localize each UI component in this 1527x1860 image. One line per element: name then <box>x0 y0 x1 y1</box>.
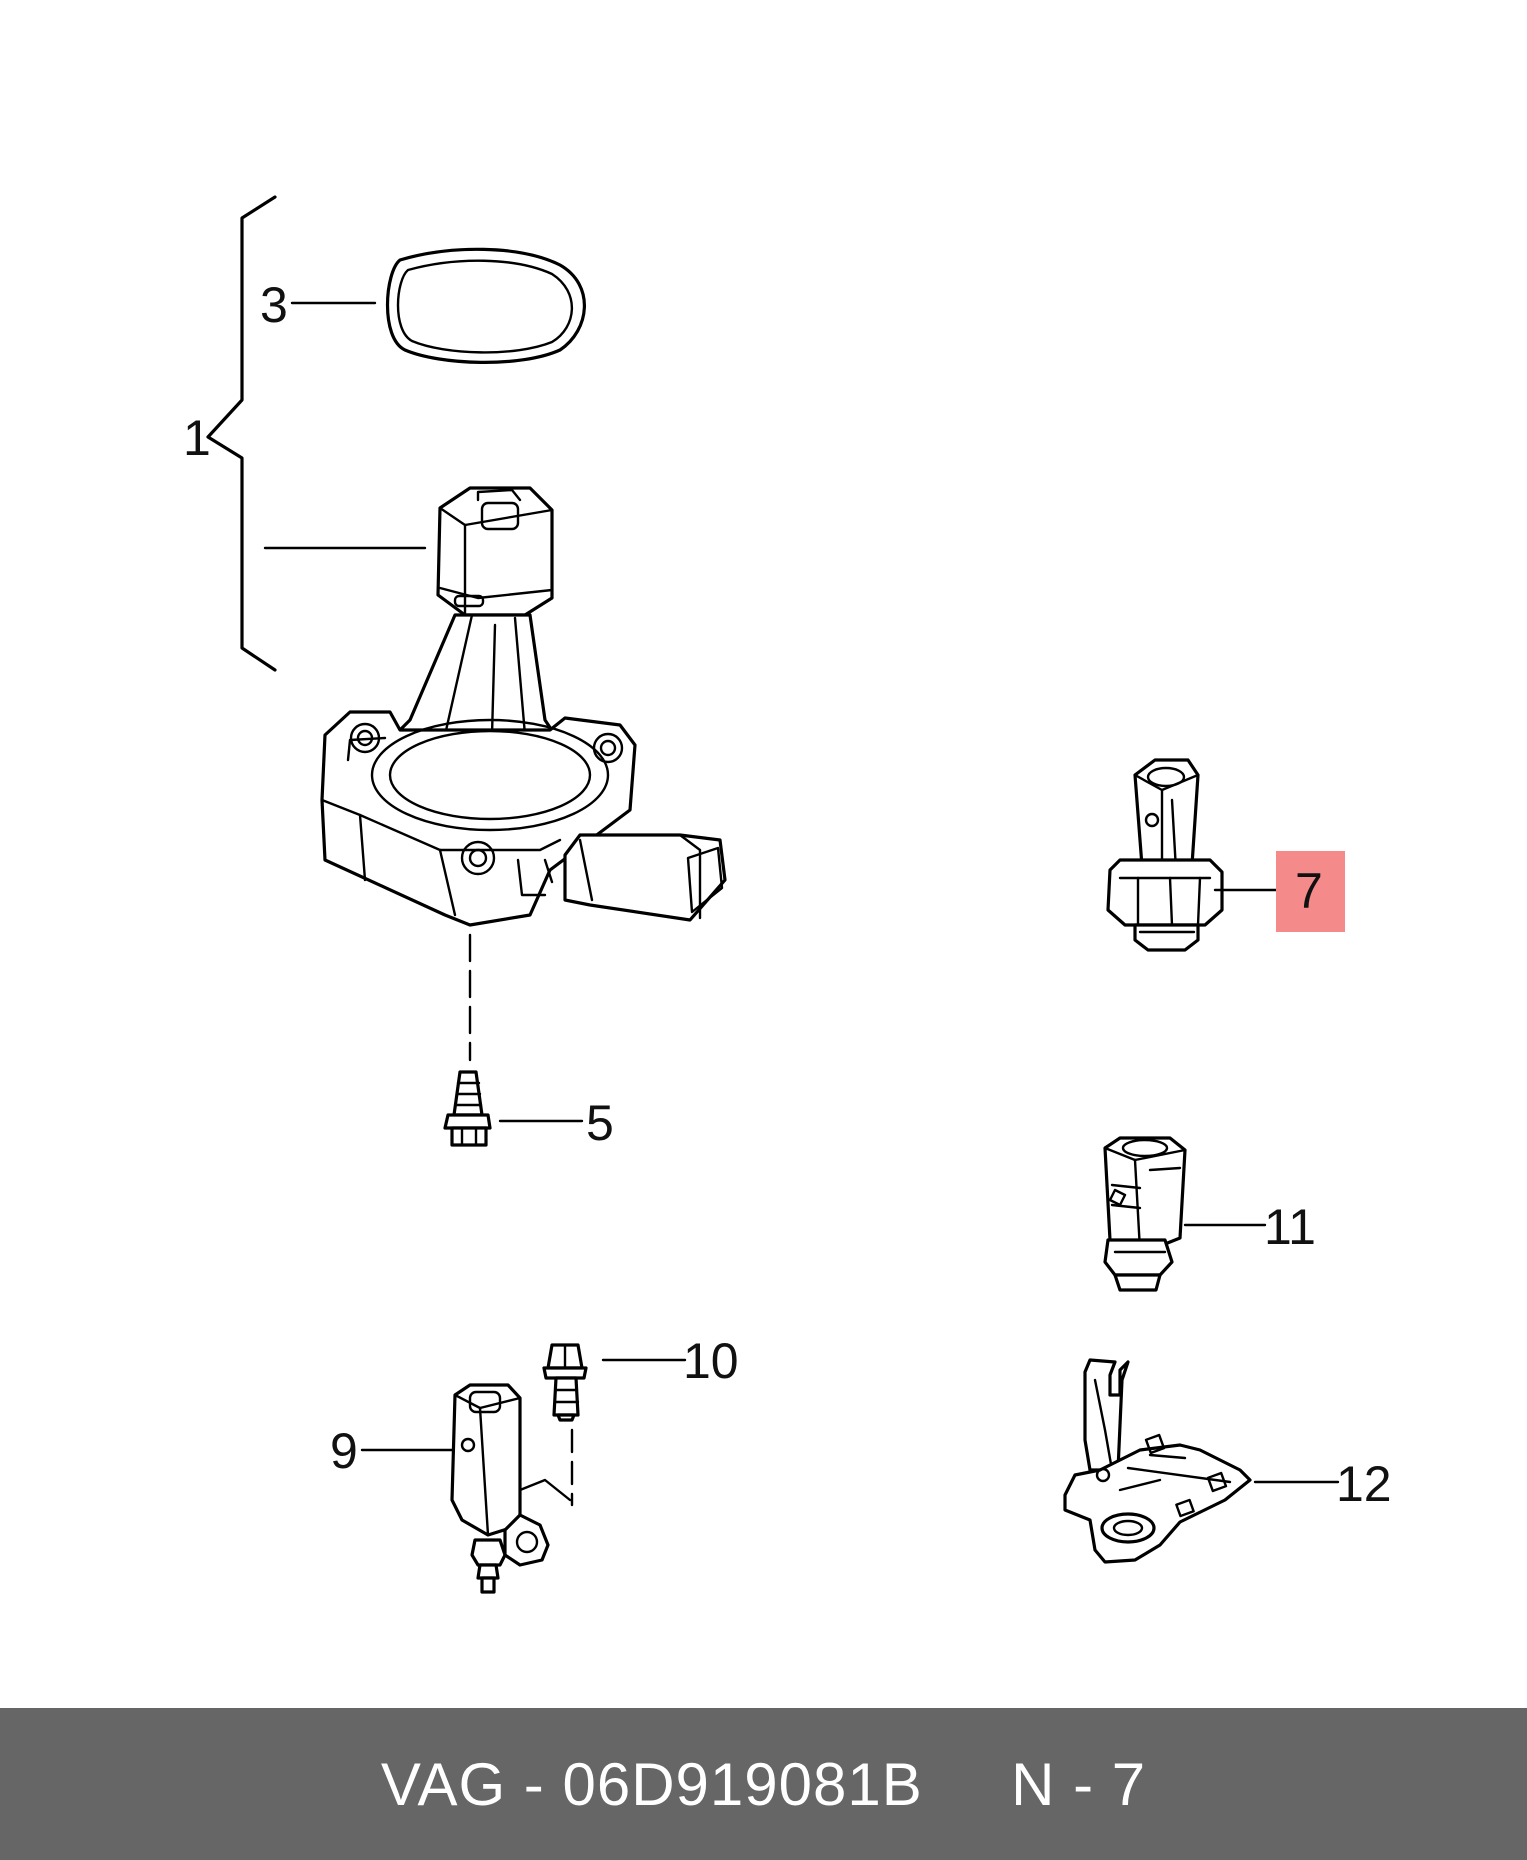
group-bracket <box>206 195 277 672</box>
footer-bar: VAG - 06D919081B N - 7 <box>0 1708 1527 1860</box>
speed-sensor-part[interactable] <box>450 1383 572 1594</box>
callout-3: 3 <box>260 277 288 333</box>
callout-1: 1 <box>183 410 211 466</box>
callout-9: 9 <box>330 1423 358 1479</box>
callout-7[interactable]: 7 <box>1295 863 1323 919</box>
parts-diagram: 1 3 5 7 9 10 11 12 <box>183 195 1392 1594</box>
bolt-part[interactable] <box>542 1343 588 1422</box>
part-number-caption: VAG - 06D919081B N - 7 <box>380 1750 1147 1818</box>
callout-5: 5 <box>586 1095 614 1151</box>
leader-lines <box>263 301 1340 1507</box>
callout-12: 12 <box>1336 1456 1392 1512</box>
oil-pressure-switch-part[interactable] <box>1106 758 1224 952</box>
o-ring-part[interactable] <box>386 247 586 364</box>
oil-level-sensor-part[interactable] <box>320 486 727 927</box>
highlight-box <box>1276 851 1345 932</box>
callout-11: 11 <box>1264 1199 1316 1255</box>
callout-labels: 1 3 5 7 9 10 11 12 <box>183 277 1392 1512</box>
sensor-part[interactable] <box>1103 1136 1187 1292</box>
screw-part[interactable] <box>443 1070 492 1147</box>
callout-10: 10 <box>683 1333 739 1389</box>
bracket-part[interactable] <box>1063 1358 1252 1564</box>
